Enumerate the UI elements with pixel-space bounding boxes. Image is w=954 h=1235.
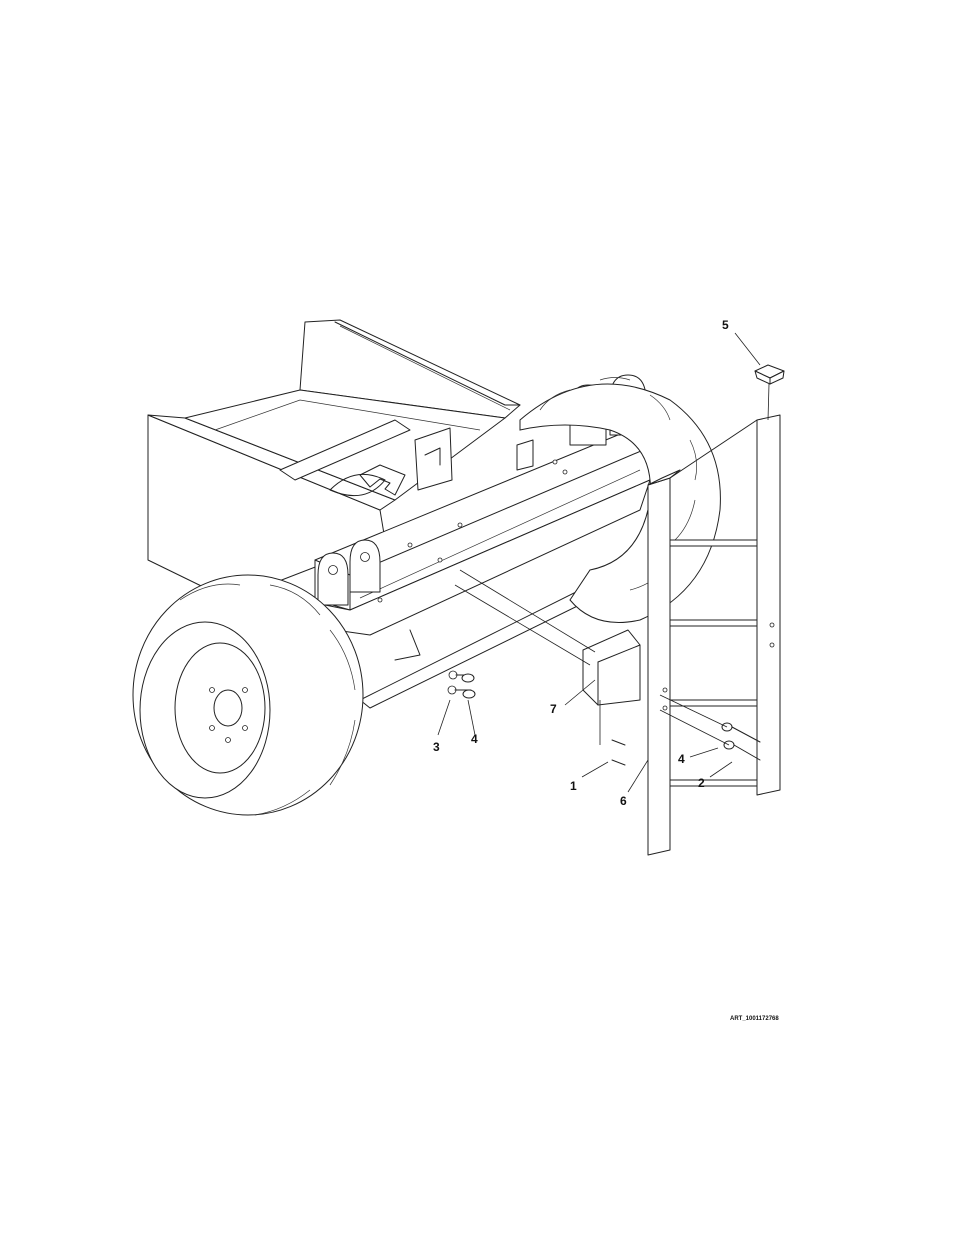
ladder-end-cap — [755, 365, 784, 420]
callout-3: 3 — [433, 740, 440, 754]
callout-1: 1 — [570, 779, 577, 793]
callout-4a: 4 — [471, 732, 478, 746]
callout-4b: 4 — [678, 752, 685, 766]
art-reference-number: ART_1001172768 — [730, 1016, 779, 1022]
ladder-mount-bracket — [583, 630, 640, 705]
front-wheel — [133, 575, 363, 815]
callout-7: 7 — [550, 702, 557, 716]
callout-2: 2 — [698, 776, 705, 790]
callout-6: 6 — [620, 794, 627, 808]
callout-5: 5 — [722, 318, 729, 332]
